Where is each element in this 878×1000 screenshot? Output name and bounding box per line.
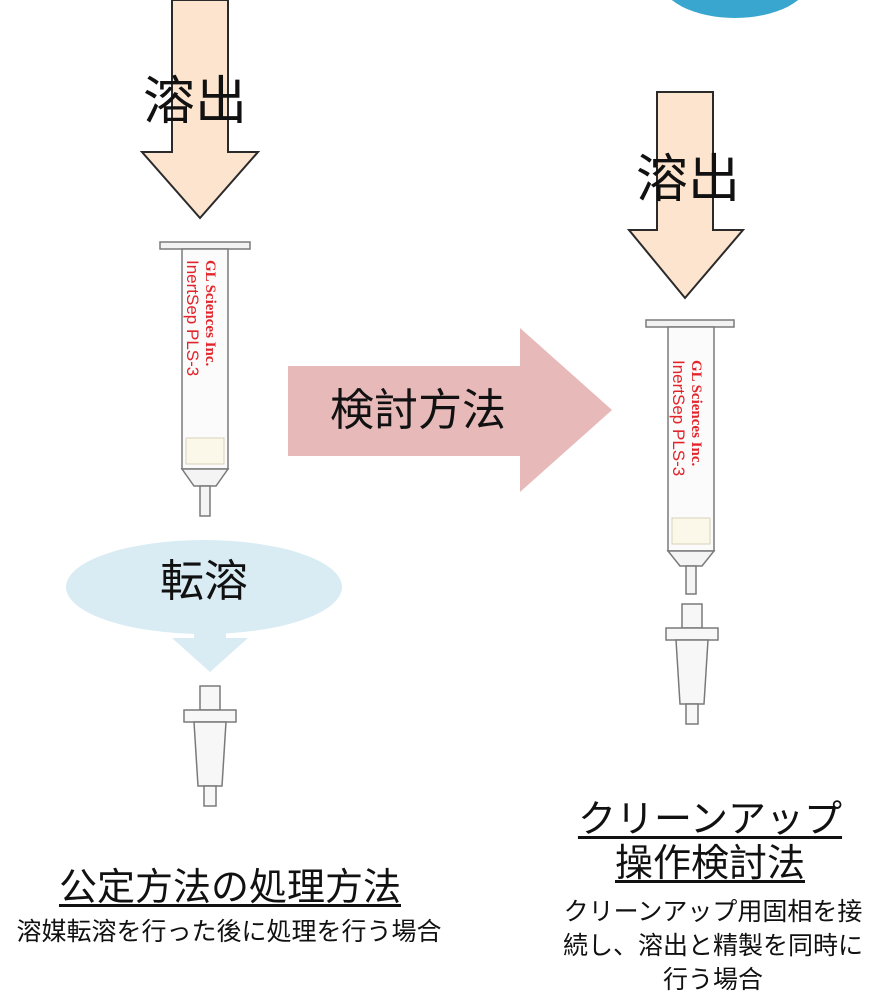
transfer-label: 転溶	[160, 556, 248, 607]
cartridge-label-left: GL Sciences Inc. InertSep PLS-3	[166, 260, 236, 390]
reservoir-adapter-right	[665, 603, 719, 725]
spe-cartridge-right	[645, 319, 735, 595]
reservoir-adapter-left	[183, 685, 237, 807]
elution-label-right: 溶出	[636, 150, 741, 210]
transfer-arrow	[172, 618, 248, 672]
top-decorative-blob	[660, 0, 810, 18]
cartridge-brand-left: GL Sciences Inc.	[202, 260, 218, 367]
cartridge-label-right: GL Sciences Inc. InertSep PLS-3	[652, 360, 722, 490]
cartridge-product-right: InertSep PLS-3	[669, 360, 688, 477]
elution-arrow-left	[139, 0, 261, 220]
left-caption-body: 溶媒転溶を行った後に処理を行う場合	[16, 917, 442, 946]
method-label: 検討方法	[330, 385, 506, 436]
cartridge-brand-right: GL Sciences Inc.	[688, 360, 704, 467]
right-caption-body: クリーンアップ用固相を接続し、溶出と精製を同時に行う場合	[562, 897, 863, 994]
spe-cartridge-left	[159, 241, 251, 517]
elution-arrow-right	[626, 91, 746, 300]
method-arrow	[288, 328, 612, 492]
right-caption-title: クリーンアップ操作検討法	[577, 797, 843, 885]
elution-label-left: 溶出	[143, 72, 248, 132]
cartridge-product-left: InertSep PLS-3	[183, 260, 202, 377]
left-caption-title: 公定方法の処理方法	[58, 865, 401, 909]
